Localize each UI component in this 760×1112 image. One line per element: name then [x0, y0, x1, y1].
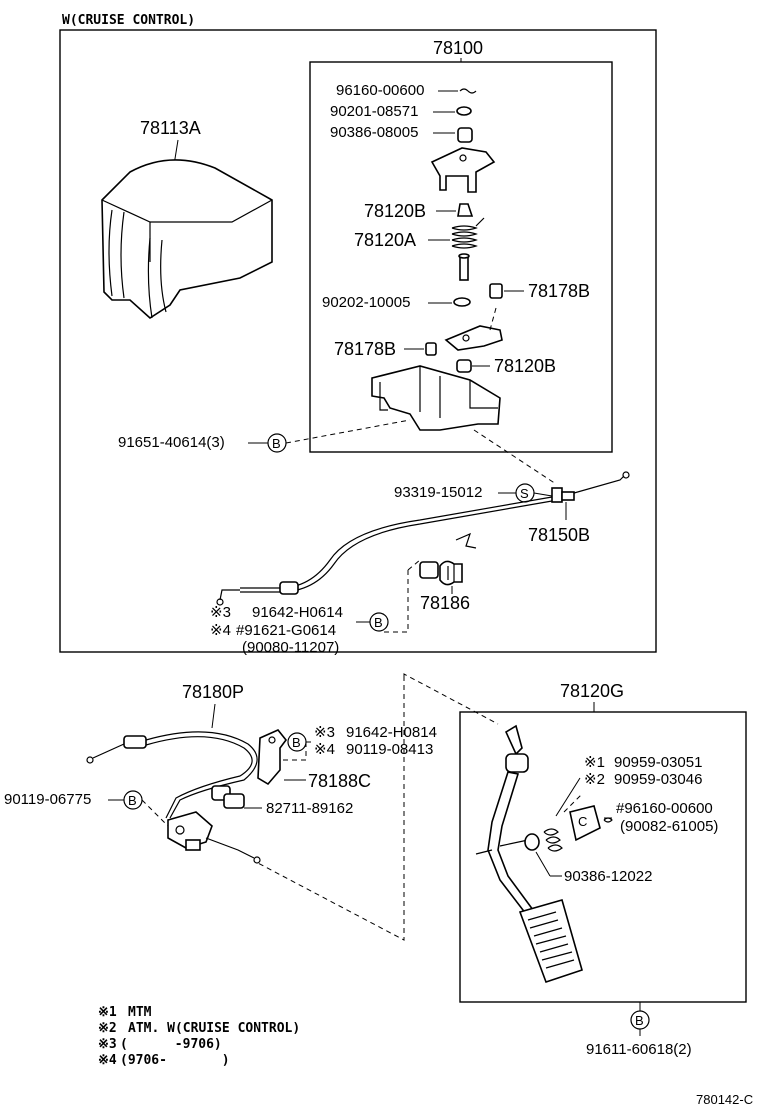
svg-text:B: B	[272, 436, 281, 451]
cable-78180P	[86, 731, 261, 864]
label-91621-G0614: #91621-G0614	[236, 622, 336, 639]
label-90080-11207: (90080-11207)	[242, 639, 339, 656]
label-96160-00600-pedal: #96160-00600	[616, 800, 713, 817]
legend-text-3: ( -9706)	[120, 1037, 222, 1052]
svg-text:C: C	[578, 814, 587, 829]
legend-mark-2: ※2	[98, 1021, 117, 1036]
label-78120B-top: 78120B	[364, 201, 426, 221]
legend-mark-4: ※4	[98, 1053, 117, 1068]
code-circle-B-lower-left: B	[123, 790, 143, 810]
label-91651-40614: 91651-40614(3)	[118, 434, 225, 451]
code-circle-S: S	[515, 483, 535, 503]
code-circle-B-note: B	[369, 612, 389, 632]
label-91642-H0614: 91642-H0614	[252, 604, 343, 621]
label-78113A: 78113A	[140, 118, 201, 138]
label-90959-03046: 90959-03046	[614, 771, 702, 788]
note-mark-3-lower: ※3	[314, 724, 335, 741]
label-90082-61005: (90082-61005)	[620, 818, 718, 835]
label-78186: 78186	[420, 593, 470, 613]
label-90201-08571: 90201-08571	[330, 103, 418, 120]
label-90119-08413: 90119-08413	[346, 741, 433, 758]
legend-text-2: ATM. W(CRUISE CONTROL)	[128, 1021, 300, 1036]
pedal-78120G	[475, 724, 583, 984]
label-90386-08005: 90386-08005	[330, 124, 418, 141]
diagram-code: 780142-C	[696, 1092, 753, 1107]
note-mark-4-upper: ※4	[210, 622, 231, 639]
code-circle-B-upper: B	[267, 433, 287, 453]
label-78120G: 78120G	[560, 681, 624, 701]
legend-text-4: (9706- )	[120, 1053, 230, 1068]
label-90119-06775: 90119-06775	[4, 791, 91, 808]
label-78178B-right: 78178B	[528, 281, 590, 301]
svg-text:B: B	[292, 735, 301, 750]
code-circle-B-pedal: B	[630, 1010, 650, 1030]
label-90386-12022: 90386-12022	[564, 868, 652, 885]
grommet-78186	[419, 532, 477, 586]
legend-mark-3: ※3	[98, 1037, 117, 1052]
label-82711-89162: 82711-89162	[266, 800, 353, 817]
svg-text:B: B	[128, 793, 137, 808]
label-90202-10005: 90202-10005	[322, 294, 410, 311]
label-78188C: 78188C	[308, 771, 371, 791]
label-78100: 78100	[433, 38, 483, 58]
label-78120B-lower: 78120B	[494, 356, 556, 376]
note-mark-4-lower: ※4	[314, 741, 335, 758]
pedal-78120G-frame	[459, 711, 747, 1003]
note-mark-3-upper: ※3	[210, 604, 231, 621]
svg-text:B: B	[635, 1013, 644, 1028]
label-91642-H0814: 91642-H0814	[346, 724, 437, 741]
label-91611-60618: 91611-60618(2)	[586, 1041, 692, 1058]
clamp-82711-89162	[211, 785, 245, 809]
pedal-shaft-parts: C	[499, 793, 613, 852]
cable-78150B	[216, 471, 630, 606]
note-mark-2-pedal: ※2	[584, 771, 605, 788]
note-mark-1-pedal: ※1	[584, 754, 605, 771]
upper-frame	[59, 29, 657, 653]
label-96160-00600: 96160-00600	[336, 82, 424, 99]
legend: ※1 MTM ※2 ATM. W(CRUISE CONTROL) ※3 ( -9…	[98, 1005, 300, 1068]
label-78180P: 78180P	[182, 682, 244, 702]
assembly-78100-parts: 96160-00600 90201-08571 90386-08005 7812…	[322, 82, 590, 431]
bracket-78188C	[257, 729, 288, 786]
code-circle-B-lower-notes: B	[287, 732, 307, 752]
legend-text-1: MTM	[128, 1005, 152, 1020]
legend-mark-1: ※1	[98, 1005, 117, 1020]
cover-78113A	[101, 159, 273, 320]
label-93319-15012: 93319-15012	[394, 484, 482, 501]
svg-text:B: B	[374, 615, 383, 630]
label-90959-03051: 90959-03051	[614, 754, 702, 771]
label-78150B: 78150B	[528, 525, 590, 545]
label-78178B-left: 78178B	[334, 339, 396, 359]
diagram-title: W(CRUISE CONTROL)	[62, 13, 195, 28]
svg-text:S: S	[520, 486, 529, 501]
label-78120A: 78120A	[354, 230, 416, 250]
